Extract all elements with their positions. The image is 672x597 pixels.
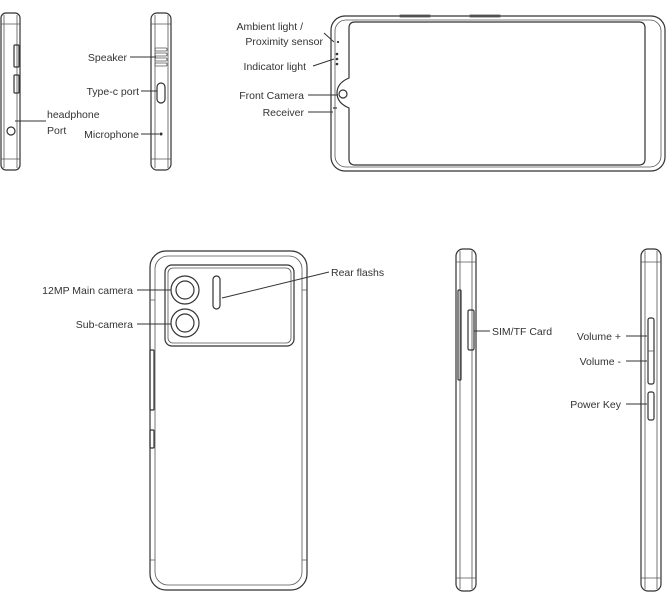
main-camera-label: 12MP Main camera <box>42 285 133 297</box>
type-c-port-icon <box>156 82 166 104</box>
rear-flash-icon <box>212 275 221 310</box>
speaker-label: Speaker <box>88 52 128 64</box>
volume-down-label: Volume - <box>580 356 622 368</box>
phone-left-side-view <box>0 12 21 171</box>
indicator-light-label: Indicator light <box>244 61 307 73</box>
microphone-label: Microphone <box>84 129 139 141</box>
microphone-hole-icon <box>159 132 163 136</box>
port-label: Port <box>47 125 66 137</box>
rear-flashs-label: Rear flashs <box>331 267 384 279</box>
sim-tf-card-label: SIM/TF Card <box>492 326 552 338</box>
ambient-light-label: Ambient light / <box>236 21 303 33</box>
power-key-icon <box>647 391 655 421</box>
phone-sim-side-view <box>455 248 477 592</box>
phone-button-side-view <box>640 248 662 592</box>
front-camera-icon <box>338 89 348 99</box>
volume-up-label: Volume + <box>577 331 621 343</box>
type-c-port-label: Type-c port <box>86 86 139 98</box>
receiver-label: Receiver <box>263 107 305 119</box>
power-key-label: Power Key <box>570 399 622 411</box>
headphone-label: headphone <box>47 109 100 121</box>
ambient-sensor-dot <box>336 40 340 44</box>
sub-camera-label: Sub-camera <box>76 319 133 331</box>
indicator-light-icon <box>335 52 339 66</box>
proximity-sensor-label: Proximity sensor <box>245 36 323 48</box>
front-camera-label: Front Camera <box>239 90 304 102</box>
sim-tray-icon <box>467 309 475 351</box>
phone-rear-view <box>149 250 308 591</box>
main-camera-icon <box>170 275 200 305</box>
sub-camera-icon <box>170 308 200 338</box>
speaker-grille-icon <box>154 47 168 67</box>
phone-front-view <box>330 14 666 172</box>
headphone-jack-icon <box>6 126 16 136</box>
